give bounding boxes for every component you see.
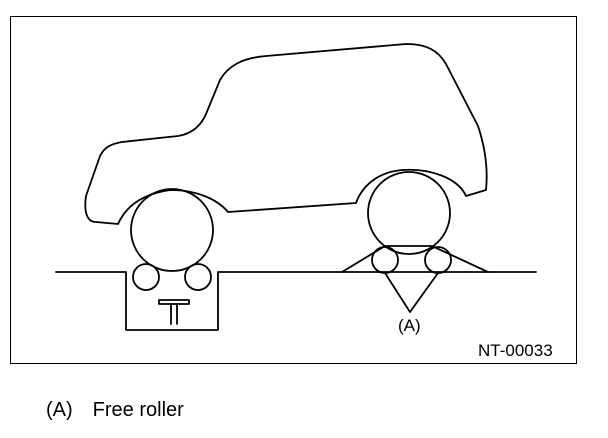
- left-wheel: [130, 188, 214, 272]
- pit-stopper-top: [158, 299, 190, 305]
- free-roller-2: [424, 246, 452, 274]
- right-wheel: [367, 171, 451, 255]
- free-roller-1: [371, 246, 399, 274]
- legend-text: Free roller: [92, 399, 184, 421]
- callout-label-a: (A): [398, 316, 421, 335]
- car-body: [84, 43, 488, 225]
- free-roller-stand: [341, 245, 489, 273]
- figure-code: NT-00033: [478, 341, 553, 360]
- left-pit-roller-2: [184, 263, 212, 291]
- floor-line: [55, 271, 537, 331]
- figure-frame: [10, 16, 577, 364]
- legend-key: (A): [46, 399, 73, 421]
- callout-leader: [384, 272, 439, 313]
- legend: (A) Free roller: [46, 398, 184, 422]
- left-pit-roller-1: [132, 263, 160, 291]
